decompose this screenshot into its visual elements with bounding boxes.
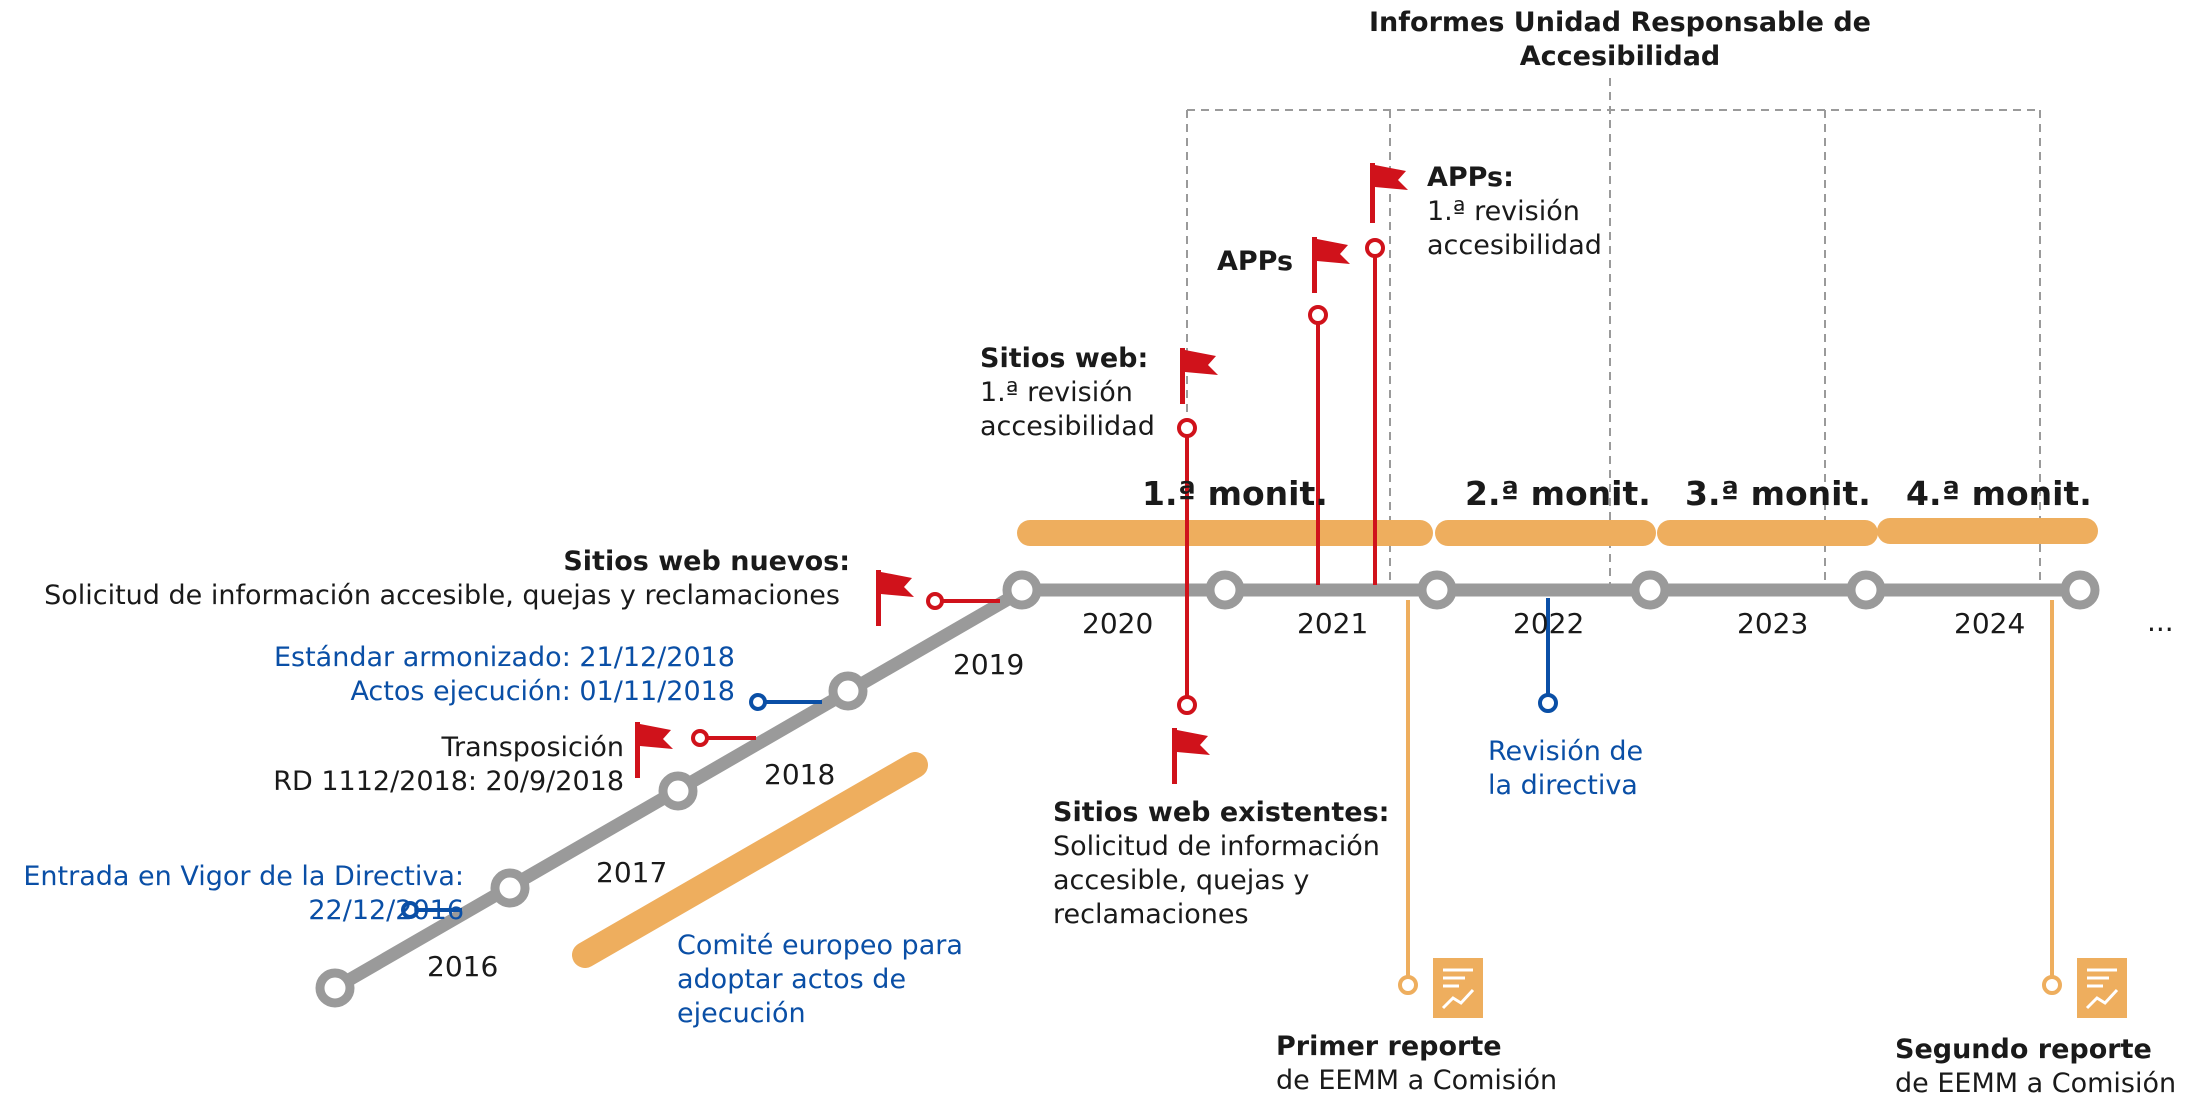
event-sitios-existentes-line2: Solicitud de información <box>1053 831 1380 862</box>
event-sitios-web-line3: accesibilidad <box>980 411 1155 442</box>
event-primer-reporte-title: Primer reporte <box>1276 1031 1502 1062</box>
red-connectors <box>691 238 1385 747</box>
year-label-2021: 2021 <box>1297 607 1369 640</box>
dot-apps <box>1308 305 1328 325</box>
node-2022 <box>1417 570 1457 610</box>
node-2019 <box>828 671 868 711</box>
dot-segundo-reporte <box>2042 975 2062 995</box>
node-2024 <box>1846 570 1886 610</box>
dot-apps-revision <box>1365 238 1385 258</box>
year-label-2020: 2020 <box>1082 607 1154 640</box>
event-sitios-existentes-line4: reclamaciones <box>1053 899 1249 930</box>
blue-connectors <box>401 598 1558 919</box>
event-comite-line3: ejecución <box>677 998 806 1029</box>
event-estandar-line1: Estándar armonizado: 21/12/2018 <box>273 642 735 673</box>
event-apps-revision: APPs: 1.ª revisión accesibilidad <box>1427 161 1602 263</box>
flag-icon <box>1180 348 1218 404</box>
event-apps: APPs <box>1217 246 1294 277</box>
dot-estandar <box>749 693 767 711</box>
ura-header-line2: Accesibilidad <box>1519 41 1721 72</box>
year-label-2019: 2019 <box>953 648 1025 681</box>
event-sitios-existentes-title: Sitios web existentes: <box>1053 797 1390 828</box>
event-comite: Comité europeo para adoptar actos de eje… <box>677 929 963 1031</box>
ura-header-line1: Informes Unidad Responsable de <box>1369 7 1871 38</box>
year-label-2016: 2016 <box>427 950 499 983</box>
event-transposicion-line2: RD 1112/2018: 20/9/2018 <box>273 766 624 797</box>
event-revision-directiva-line2: la directiva <box>1488 770 1638 801</box>
event-segundo-reporte-line2: de EEMM a Comisión <box>1895 1068 2177 1099</box>
event-entrada-line1: Entrada en Vigor de la Directiva: <box>23 861 464 892</box>
flag-icon <box>1312 237 1350 293</box>
flag-icon <box>876 570 914 626</box>
report-document-icon <box>1433 958 1483 1018</box>
year-label-2022: 2022 <box>1513 607 1585 640</box>
ura-header: Informes Unidad Responsable de Accesibil… <box>1290 6 1950 74</box>
event-primer-reporte-line2: de EEMM a Comisión <box>1276 1065 1558 1096</box>
event-sitios-nuevos-text: Solicitud de información accesible, quej… <box>44 580 840 611</box>
dot-revision-directiva <box>1538 693 1558 713</box>
monitoring-label-1: 1.ª monit. <box>1142 474 1328 513</box>
year-label-2017: 2017 <box>596 856 668 889</box>
event-estandar-line2: Actos ejecución: 01/11/2018 <box>350 676 735 707</box>
flag-icon <box>1172 728 1210 784</box>
monitoring-bars <box>572 518 2098 968</box>
ellipsis: ... <box>2147 605 2174 638</box>
event-apps-revision-title: APPs: <box>1427 162 1514 193</box>
flag-icon <box>635 722 673 778</box>
event-comite-line2: adoptar actos de <box>677 964 907 995</box>
event-sitios-nuevos-title: Sitios web nuevos: <box>563 546 850 577</box>
event-apps-revision-line2: 1.ª revisión <box>1427 196 1580 227</box>
orange-connectors <box>1398 600 2062 995</box>
monitoring-label-2: 2.ª monit. <box>1465 474 1651 513</box>
dot-sitios-web-top <box>1177 418 1197 438</box>
event-comite-line1: Comité europeo para <box>677 930 963 961</box>
year-nodes <box>315 570 2100 1008</box>
event-sitios-web-revision: Sitios web: 1.ª revisión accesibilidad <box>980 342 1155 444</box>
event-apps-revision-line3: accesibilidad <box>1427 230 1602 261</box>
dot-transposicion <box>691 729 709 747</box>
node-2021 <box>1205 570 1245 610</box>
event-entrada-vigor: Entrada en Vigor de la Directiva: 22/12/… <box>0 860 464 928</box>
event-entrada-line2: 22/12/2016 <box>308 895 464 926</box>
node-2017 <box>490 868 530 908</box>
node-2023 <box>1630 570 1670 610</box>
flag-icon <box>1370 163 1408 223</box>
event-revision-directiva-line1: Revisión de <box>1488 736 1644 767</box>
dot-entrada <box>401 901 419 919</box>
event-primer-reporte: Primer reporte de EEMM a Comisión <box>1276 1030 1557 1098</box>
year-label-2024: 2024 <box>1954 607 2026 640</box>
node-2020 <box>1002 570 1042 610</box>
event-sitios-web-title: Sitios web: <box>980 343 1149 374</box>
year-label-2023: 2023 <box>1737 607 1809 640</box>
event-transposicion: Transposición RD 1112/2018: 20/9/2018 <box>260 731 624 799</box>
dot-sitios-existentes <box>1177 695 1197 715</box>
event-sitios-existentes: Sitios web existentes: Solicitud de info… <box>1053 796 1389 932</box>
report-document-icon <box>2077 958 2127 1018</box>
monitoring-label-3: 3.ª monit. <box>1685 474 1871 513</box>
event-sitios-nuevos: Sitios web nuevos: Solicitud de informac… <box>0 545 850 613</box>
dot-primer-reporte <box>1398 975 1418 995</box>
event-segundo-reporte-title: Segundo reporte <box>1895 1034 2152 1065</box>
monitoring-label-4: 4.ª monit. <box>1906 474 2092 513</box>
event-revision-directiva: Revisión de la directiva <box>1488 735 1643 803</box>
dot-sitios-nuevos <box>926 592 944 610</box>
node-2018 <box>658 771 698 811</box>
event-sitios-web-line2: 1.ª revisión <box>980 377 1133 408</box>
event-estandar: Estándar armonizado: 21/12/2018 Actos ej… <box>230 641 735 709</box>
event-transposicion-line1: Transposición <box>441 732 624 763</box>
flags <box>635 163 1408 784</box>
year-label-2018: 2018 <box>764 758 836 791</box>
event-segundo-reporte: Segundo reporte de EEMM a Comisión <box>1895 1033 2176 1101</box>
node-2016 <box>315 968 355 1008</box>
node-2025 <box>2060 570 2100 610</box>
comite-bar <box>572 752 928 968</box>
event-sitios-existentes-line3: accesible, quejas y <box>1053 865 1310 896</box>
